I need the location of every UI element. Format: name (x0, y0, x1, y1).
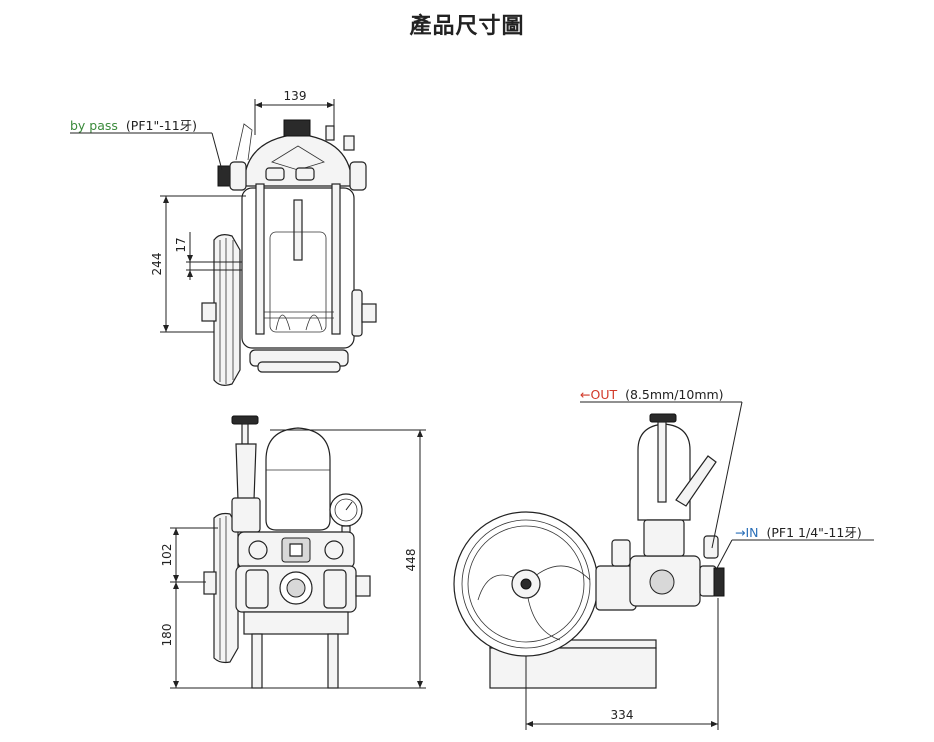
in-label: →IN (PF1 1/4"-11牙) (735, 525, 862, 540)
bypass-label: by pass (PF1"-11牙) (70, 118, 197, 133)
knob-top (283, 119, 311, 137)
page-title: 產品尺寸圖 (409, 14, 525, 39)
bypass-spec: (PF1"-11牙) (126, 118, 197, 133)
side-view (453, 401, 874, 730)
top-view (70, 99, 377, 386)
pulley-top (213, 234, 241, 386)
out-spec: (8.5mm/10mm) (625, 387, 723, 402)
regulator-knob-front (231, 415, 259, 425)
dim-front-upper: 102 (160, 544, 174, 567)
front-view (170, 415, 426, 689)
in-name: →IN (735, 525, 759, 540)
air-chamber-front (265, 427, 331, 531)
dim-side-length: 334 (611, 708, 634, 722)
dim-front-lower: 180 (160, 624, 174, 647)
out-label: ←OUT (8.5mm/10mm) (580, 387, 724, 402)
out-name: ←OUT (580, 387, 617, 402)
regulator-knob-side (649, 413, 677, 423)
dim-front-total: 448 (404, 549, 418, 572)
shaft-end-left (201, 302, 217, 322)
dim-top-height: 244 (150, 253, 164, 276)
in-spec: (PF1 1/4"-11牙) (767, 525, 862, 540)
dim-top-width: 139 (284, 89, 307, 103)
bypass-name: by pass (70, 118, 118, 133)
dim-top-groove: 17 (174, 237, 188, 252)
